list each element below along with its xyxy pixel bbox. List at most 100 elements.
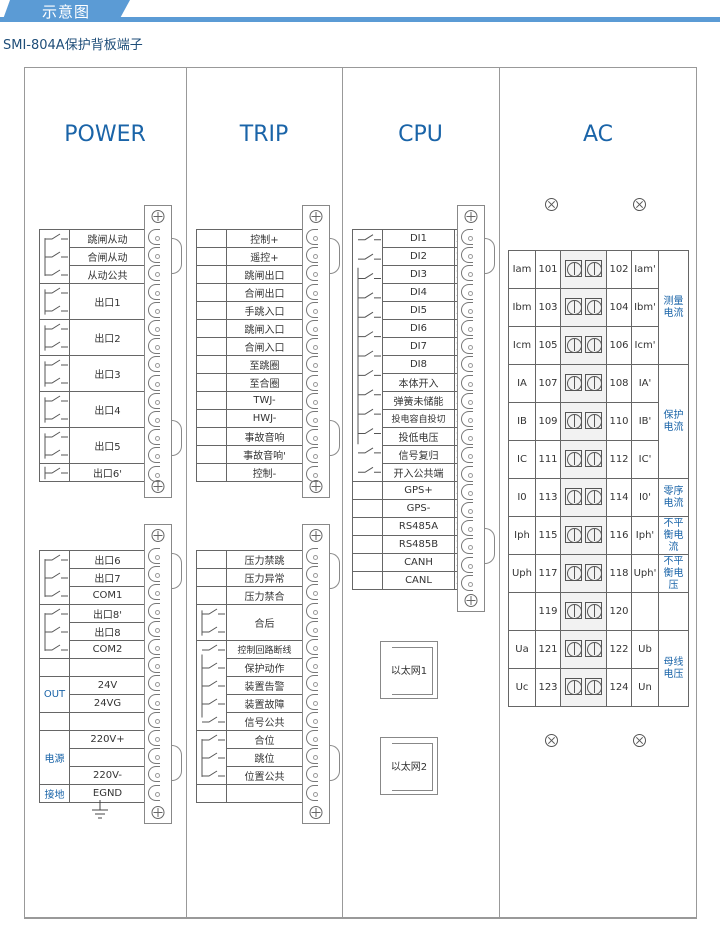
terminal-number: 112 xyxy=(606,440,632,479)
terminal-label: 开入公共端 xyxy=(382,463,455,482)
screw-icon xyxy=(585,297,603,315)
terminal-pin xyxy=(148,374,160,391)
terminal-label: 220V+ xyxy=(69,730,146,749)
relay-symbol xyxy=(39,550,70,605)
ac-signal-label: IB xyxy=(508,402,536,441)
screw-icon xyxy=(564,449,582,467)
ac-signal-label: IA' xyxy=(631,364,659,403)
terminal-pin xyxy=(461,502,473,518)
terminal-label: DI6 xyxy=(382,319,455,338)
terminal-label: 事故音响 xyxy=(226,427,303,446)
terminal-pin xyxy=(148,566,160,583)
terminal-pin xyxy=(306,301,318,318)
empty-cell xyxy=(196,319,227,338)
ac-signal-label: Iam xyxy=(508,250,536,289)
screw-icon xyxy=(564,563,582,581)
mount-screw-icon xyxy=(545,198,558,211)
terminal-pin xyxy=(306,247,318,264)
contact-icon xyxy=(357,234,381,473)
ac-group-label: 零序电流 xyxy=(658,478,689,517)
terminal-pin xyxy=(461,574,473,591)
terminal-pin xyxy=(306,447,318,464)
terminal-number: 121 xyxy=(535,630,561,669)
terminal-pin xyxy=(306,639,318,655)
ac-signal-label: Un xyxy=(631,668,659,707)
terminal-pin xyxy=(461,356,473,373)
terminal-label: 控制- xyxy=(226,463,303,482)
contact-icon xyxy=(44,554,68,597)
ac-signal-label: I0 xyxy=(508,478,536,517)
terminal-label: 跳闸出口 xyxy=(226,265,303,284)
contact-icon xyxy=(44,608,68,651)
ac-group-label: 不平衡电流 xyxy=(658,516,689,555)
strip-latch xyxy=(330,745,340,781)
terminal-number: 119 xyxy=(535,592,561,631)
terminal-pin xyxy=(461,447,473,464)
screw-icon xyxy=(585,639,603,657)
terminal-pin xyxy=(461,338,473,355)
terminal-number: 116 xyxy=(606,516,632,555)
terminal-label: GPS+ xyxy=(382,481,455,500)
screw-icon xyxy=(464,210,478,223)
contact-icon xyxy=(44,359,68,387)
terminal-label: RS485B xyxy=(382,535,455,554)
contact-icon xyxy=(201,644,225,723)
ac-signal-label: Ibm xyxy=(508,288,536,327)
terminal-pin xyxy=(461,556,473,573)
screw-icon xyxy=(564,297,582,315)
terminal-label: RS485A xyxy=(382,517,455,536)
terminal-label: CANH xyxy=(382,553,455,572)
screw-icon xyxy=(564,677,582,695)
terminal-label: DI7 xyxy=(382,337,455,356)
terminal-label: 装置故障 xyxy=(226,694,303,713)
strip-latch xyxy=(330,238,340,274)
terminal-label: 压力异常 xyxy=(226,568,303,587)
table-row: 119 120 xyxy=(508,592,689,631)
terminal-number: 107 xyxy=(535,364,561,403)
terminal-number: 109 xyxy=(535,402,561,441)
ethernet-port-1: 以太网1 xyxy=(380,641,438,699)
ac-signal-label: Uph xyxy=(508,554,536,593)
empty-cell xyxy=(196,586,227,605)
terminal-label: CANL xyxy=(382,571,455,590)
ac-group-label xyxy=(658,592,689,631)
empty-cell xyxy=(196,373,227,392)
relay-symbol xyxy=(39,319,70,356)
terminal-label: 至合圈 xyxy=(226,373,303,392)
terminal-pin xyxy=(148,320,160,336)
terminal-pin xyxy=(306,548,318,564)
terminal-strip-trip-1 xyxy=(302,205,330,498)
section-divider xyxy=(186,67,187,919)
terminal-pin xyxy=(306,748,318,765)
ethernet-port-label: 以太网2 xyxy=(390,762,428,773)
terminal-pin xyxy=(148,784,160,801)
terminal-pin xyxy=(148,620,160,637)
terminal-label: 合后 xyxy=(226,604,303,641)
terminal-pin xyxy=(148,639,160,655)
screw-icon xyxy=(585,601,603,619)
terminal-label: 合位 xyxy=(226,730,303,749)
screw-icon xyxy=(151,806,165,819)
screw-icon xyxy=(564,259,582,277)
ac-signal-label: I0' xyxy=(631,478,659,517)
terminal-pin xyxy=(148,711,160,728)
terminal-label: 合闸从动 xyxy=(69,247,146,266)
contact-icon xyxy=(44,287,68,315)
group-label-out: OUT xyxy=(39,676,70,713)
ac-group-label: 测量电流 xyxy=(658,250,689,365)
terminal-label: 出口6' xyxy=(69,463,146,482)
header-bar xyxy=(0,17,720,22)
terminal-label xyxy=(226,784,303,803)
empty-cell xyxy=(352,499,383,518)
ethernet-port-label: 以太网1 xyxy=(390,666,428,677)
terminal-label: DI8 xyxy=(382,355,455,374)
ac-signal-label: Iam' xyxy=(631,250,659,289)
empty-cell xyxy=(352,481,383,500)
empty-cell xyxy=(196,463,227,482)
screw-icon xyxy=(564,335,582,353)
terminal-pin xyxy=(306,602,318,619)
section-divider xyxy=(499,67,500,919)
terminal-pin xyxy=(148,338,160,355)
